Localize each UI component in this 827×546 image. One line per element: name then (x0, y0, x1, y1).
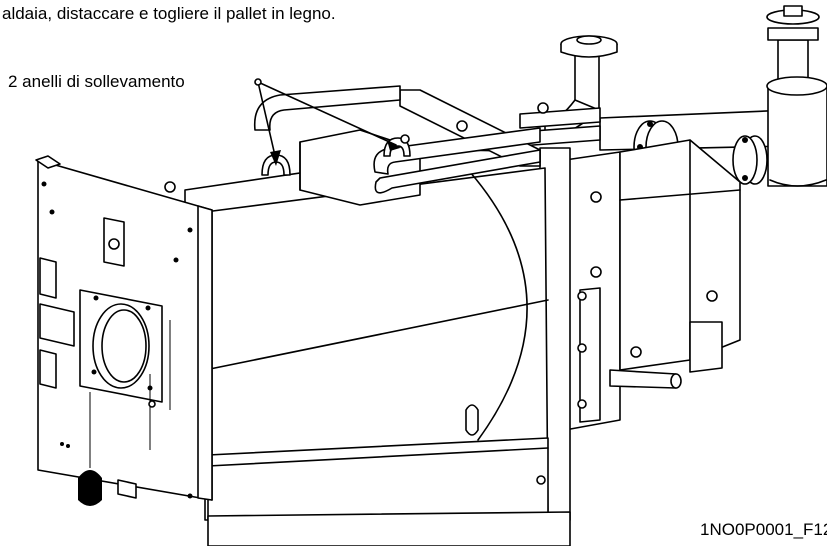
front-panel (35, 155, 213, 506)
figure-reference-code: 1NO0P0001_F12 (700, 520, 827, 539)
side-housing (564, 139, 741, 431)
cable-plug-icon (78, 392, 102, 506)
flange-icon (732, 135, 768, 185)
lifting-ring-icon (261, 154, 291, 176)
instruction-text: aldaia, distaccare e togliere il pallet … (2, 4, 336, 23)
lifting-rings-callout: 2 anelli di sollevamento (8, 72, 400, 166)
boiler-body (184, 147, 571, 546)
rear-pipework (519, 5, 827, 187)
callout-label: 2 anelli di sollevamento (8, 72, 185, 91)
